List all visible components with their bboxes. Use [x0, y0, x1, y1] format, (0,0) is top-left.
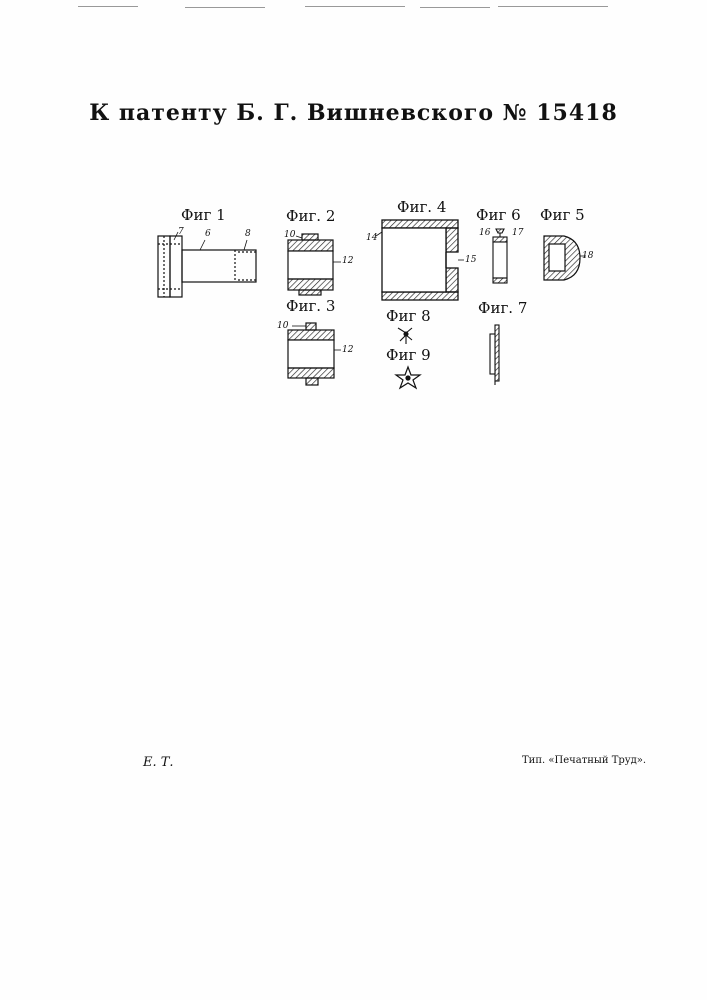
fig9-label: Фиг 9 — [386, 346, 431, 364]
part-number: 12 — [342, 345, 353, 355]
fig1-drawing — [158, 232, 256, 297]
fig3-drawing — [288, 323, 341, 385]
part-number: 10 — [284, 230, 295, 240]
fig2-drawing — [288, 234, 341, 295]
fig6-drawing — [493, 229, 507, 283]
part-number: 7 — [178, 227, 184, 237]
part-number: 8 — [245, 229, 251, 239]
fig7-drawing — [490, 325, 499, 385]
part-number: 12 — [342, 256, 353, 266]
part-number: 15 — [465, 255, 476, 265]
footer-printer: Тип. «Печатный Труд». — [522, 755, 646, 766]
fig5-drawing — [544, 236, 586, 280]
fig9-drawing — [396, 367, 420, 388]
fig7-label: Фиг. 7 — [478, 299, 527, 317]
fig5-label: Фиг 5 — [540, 206, 585, 224]
fig8-drawing — [398, 328, 412, 344]
part-number: 6 — [205, 229, 211, 239]
fig3-label: Фиг. 3 — [286, 297, 335, 315]
fig1-label: Фиг 1 — [181, 206, 226, 224]
part-number: 16 — [479, 228, 490, 238]
part-number: 18 — [582, 251, 593, 261]
part-number: 17 — [512, 228, 523, 238]
fig4-label: Фиг. 4 — [397, 198, 446, 216]
part-number: 10 — [277, 321, 288, 331]
part-number: 14 — [366, 233, 377, 243]
fig6-label: Фиг 6 — [476, 206, 521, 224]
fig2-label: Фиг. 2 — [286, 207, 335, 225]
fig8-label: Фиг 8 — [386, 307, 431, 325]
fig4-drawing — [376, 220, 464, 300]
footer-initials: Е. Т. — [143, 755, 174, 770]
